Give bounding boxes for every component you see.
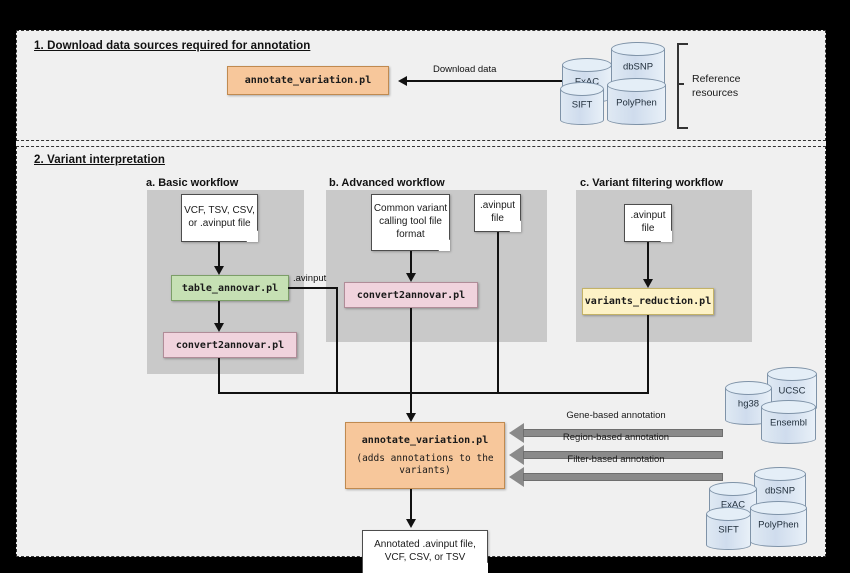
cylinder-top (761, 400, 816, 414)
workflow-a-line-doc-to-table (218, 242, 220, 269)
reference-resources-bracket (677, 43, 688, 129)
workflow-b-side-line-to-junction (497, 232, 499, 393)
reference-resources-label-line1: Reference (692, 73, 741, 85)
process-convert2annovar-b[interactable]: convert2annovar.pl (344, 282, 478, 308)
cylinder-top (560, 82, 604, 96)
junction-to-main-process-line (410, 392, 412, 416)
workflow-b-line-to-junction (410, 308, 412, 393)
workflow-c-arrow-doc-to-reduction (643, 279, 653, 288)
database-cylinder-polyphen-top: PolyPhen (607, 78, 666, 125)
process-annotate-variation-main[interactable]: annotate_variation.pl (adds annotations … (345, 422, 505, 489)
workflow-a-avinput-hline (288, 287, 338, 289)
arrow-head-icon (509, 423, 524, 443)
workflow-a-avinput-vline (336, 287, 338, 393)
process-convert2annovar-a[interactable]: convert2annovar.pl (163, 332, 297, 358)
workflow-b-arrow-doc-to-convert (406, 273, 416, 282)
cylinder-label: dbSNP (764, 485, 796, 497)
section-2-title: 2. Variant interpretation (34, 154, 165, 166)
cylinder-label: PolyPhen (758, 519, 799, 531)
database-cylinder-sift-bottom: SIFT (706, 507, 751, 550)
workflow-a-title: a. Basic workflow (146, 177, 239, 189)
workflow-a-arrow-doc-to-table (214, 266, 224, 275)
cylinder-top (725, 381, 772, 395)
workflow-a-arrow-table-to-convert (214, 323, 224, 332)
process-variants-reduction[interactable]: variants_reduction.pl (582, 288, 714, 315)
reference-resources-bracket-tick (677, 83, 684, 85)
cylinder-top (607, 78, 666, 92)
annotation-arrow-label: Region-based annotation (562, 432, 670, 443)
document-label: .avinput file (479, 200, 516, 224)
cylinder-label: UCSC (778, 385, 806, 397)
workflow-a-line-table-to-convert (218, 301, 220, 326)
arrow-bar (523, 429, 723, 437)
reference-resources-label-line2: resources (692, 86, 739, 99)
document-fold-icon (246, 230, 258, 242)
annotation-arrow-gene-based: Gene-based annotation (509, 410, 723, 446)
arrow-head-icon (509, 467, 524, 487)
arrow-bar (523, 451, 723, 459)
process-label: annotate_variation.pl (244, 75, 372, 86)
cylinder-top (750, 501, 807, 515)
workflow-b-line-doc-to-convert (410, 251, 412, 276)
cylinder-top (562, 58, 612, 72)
cylinder-label: ExAC (720, 499, 746, 511)
main-process-to-output-line (410, 489, 412, 526)
workflow-c-title: c. Variant filtering workflow (580, 177, 724, 189)
document-label: .avinput file (630, 210, 666, 234)
workflow-a-input-document: VCF, TSV, CSV, or .avinput file (181, 194, 258, 242)
annotation-arrow-label: Filter-based annotation (567, 454, 665, 465)
database-cylinder-sift-top: SIFT (560, 82, 604, 125)
cylinder-top (767, 367, 817, 381)
junction-to-main-process-arrow (406, 413, 416, 422)
cylinder-label: SIFT (718, 524, 739, 536)
workflow-b-side-document: .avinput file (474, 194, 521, 232)
section-1-title: 1. Download data sources required for an… (34, 40, 311, 52)
process-label: annotate_variation.pl (361, 434, 489, 446)
annotation-arrow-filter-based: Filter-based annotation (509, 454, 723, 490)
document-label: Annotated .avinput file, VCF, CSV, or TS… (374, 539, 476, 563)
annotation-arrow-label: Gene-based annotation (566, 410, 666, 421)
download-data-label: Download data (433, 64, 497, 75)
process-label: table_annovar.pl (181, 282, 279, 294)
reference-resources-label: Reference resources (692, 73, 740, 100)
workflow-a-avinput-label: .avinput (293, 273, 327, 284)
cylinder-label: dbSNP (622, 61, 654, 73)
process-table-annovar[interactable]: table_annovar.pl (171, 275, 289, 301)
cylinder-label: hg38 (737, 398, 760, 410)
workflow-junction-bus (218, 392, 649, 394)
download-data-arrowhead (398, 76, 407, 86)
workflow-c-input-document: .avinput file (624, 204, 672, 242)
cylinder-label: PolyPhen (616, 97, 657, 109)
process-label: convert2annovar.pl (175, 339, 285, 351)
document-label: Common variant calling tool file format (373, 203, 448, 240)
download-data-line (407, 80, 570, 82)
diagram-canvas: 1. Download data sources required for an… (16, 30, 826, 573)
process-sublabel: (adds annotations to the variants) (356, 452, 494, 476)
cylinder-top (754, 467, 806, 481)
cylinder-label: SIFT (571, 99, 593, 111)
workflow-c-line-doc-to-reduction (647, 242, 649, 282)
database-cylinder-polyphen-bottom: PolyPhen (750, 501, 807, 547)
process-label: variants_reduction.pl (584, 296, 712, 307)
arrow-head-icon (509, 445, 524, 465)
cylinder-top (706, 507, 751, 521)
cylinder-label: Ensembl (770, 417, 807, 429)
cylinder-top (709, 482, 757, 496)
cylinder-top (611, 42, 665, 56)
process-label: convert2annovar.pl (356, 289, 466, 301)
process-annotate-variation-download[interactable]: annotate_variation.pl (227, 66, 389, 95)
annotation-arrow-region-based: Region-based annotation (509, 432, 723, 468)
workflow-a-line-to-junction (218, 358, 220, 393)
output-document: Annotated .avinput file, VCF, CSV, or TS… (362, 530, 488, 573)
main-process-to-output-arrow (406, 519, 416, 528)
section-download-data-sources (16, 30, 826, 141)
document-label: VCF, TSV, CSV, or .avinput file (184, 205, 255, 229)
workflow-b-title: b. Advanced workflow (329, 177, 445, 189)
workflow-b-input-document: Common variant calling tool file format (371, 194, 450, 251)
workflow-c-line-to-junction (647, 315, 649, 393)
database-cylinder-ensembl: Ensembl (761, 400, 816, 444)
arrow-bar (523, 473, 723, 481)
